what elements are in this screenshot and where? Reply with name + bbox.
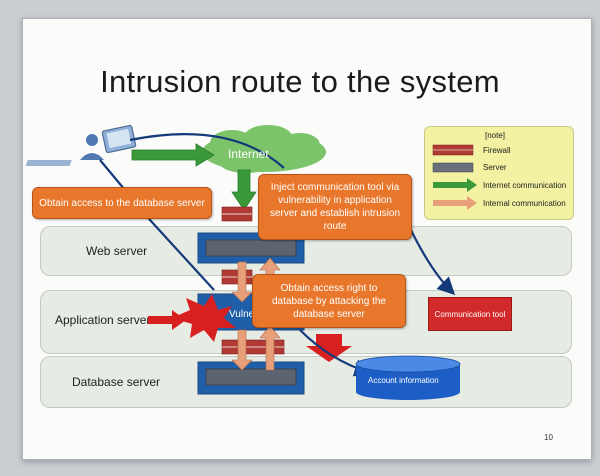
internet-label: Internet <box>228 147 269 161</box>
legend-internet-label: Internet communication <box>483 181 567 190</box>
legend-internal-label: Internal communication <box>483 199 566 208</box>
legend-server-icon <box>432 162 474 173</box>
legend-title: [note] <box>485 131 506 140</box>
legend-box: [note] Firewall Server Internet communic… <box>424 126 574 220</box>
legend-internet-arrow-icon <box>433 178 477 192</box>
legend-internal-arrow-icon <box>433 196 477 210</box>
slide-title: Intrusion route to the system <box>100 64 500 99</box>
legend-firewall-label: Firewall <box>483 146 511 155</box>
callout-inject-tool: Inject communication tool via vulnerabil… <box>258 174 412 240</box>
account-information-label: Account information <box>368 376 439 385</box>
legend-firewall-icon <box>432 144 474 156</box>
database-server-label: Database server <box>72 375 161 389</box>
callout-obtain-right: Obtain access right to database by attac… <box>252 274 406 328</box>
page-number: 10 <box>544 433 553 442</box>
communication-tool-label: Communication tool <box>434 309 506 319</box>
communication-tool-box: Communication tool <box>428 297 512 331</box>
legend-swatches <box>432 144 477 210</box>
application-server-label: Application server <box>55 313 151 327</box>
callout-obtain-access: Obtain access to the database server <box>32 187 212 219</box>
vulnerability-label: Vulne <box>229 309 255 320</box>
web-server-label: Web server <box>86 244 148 258</box>
legend-server-label: Server <box>483 163 507 172</box>
